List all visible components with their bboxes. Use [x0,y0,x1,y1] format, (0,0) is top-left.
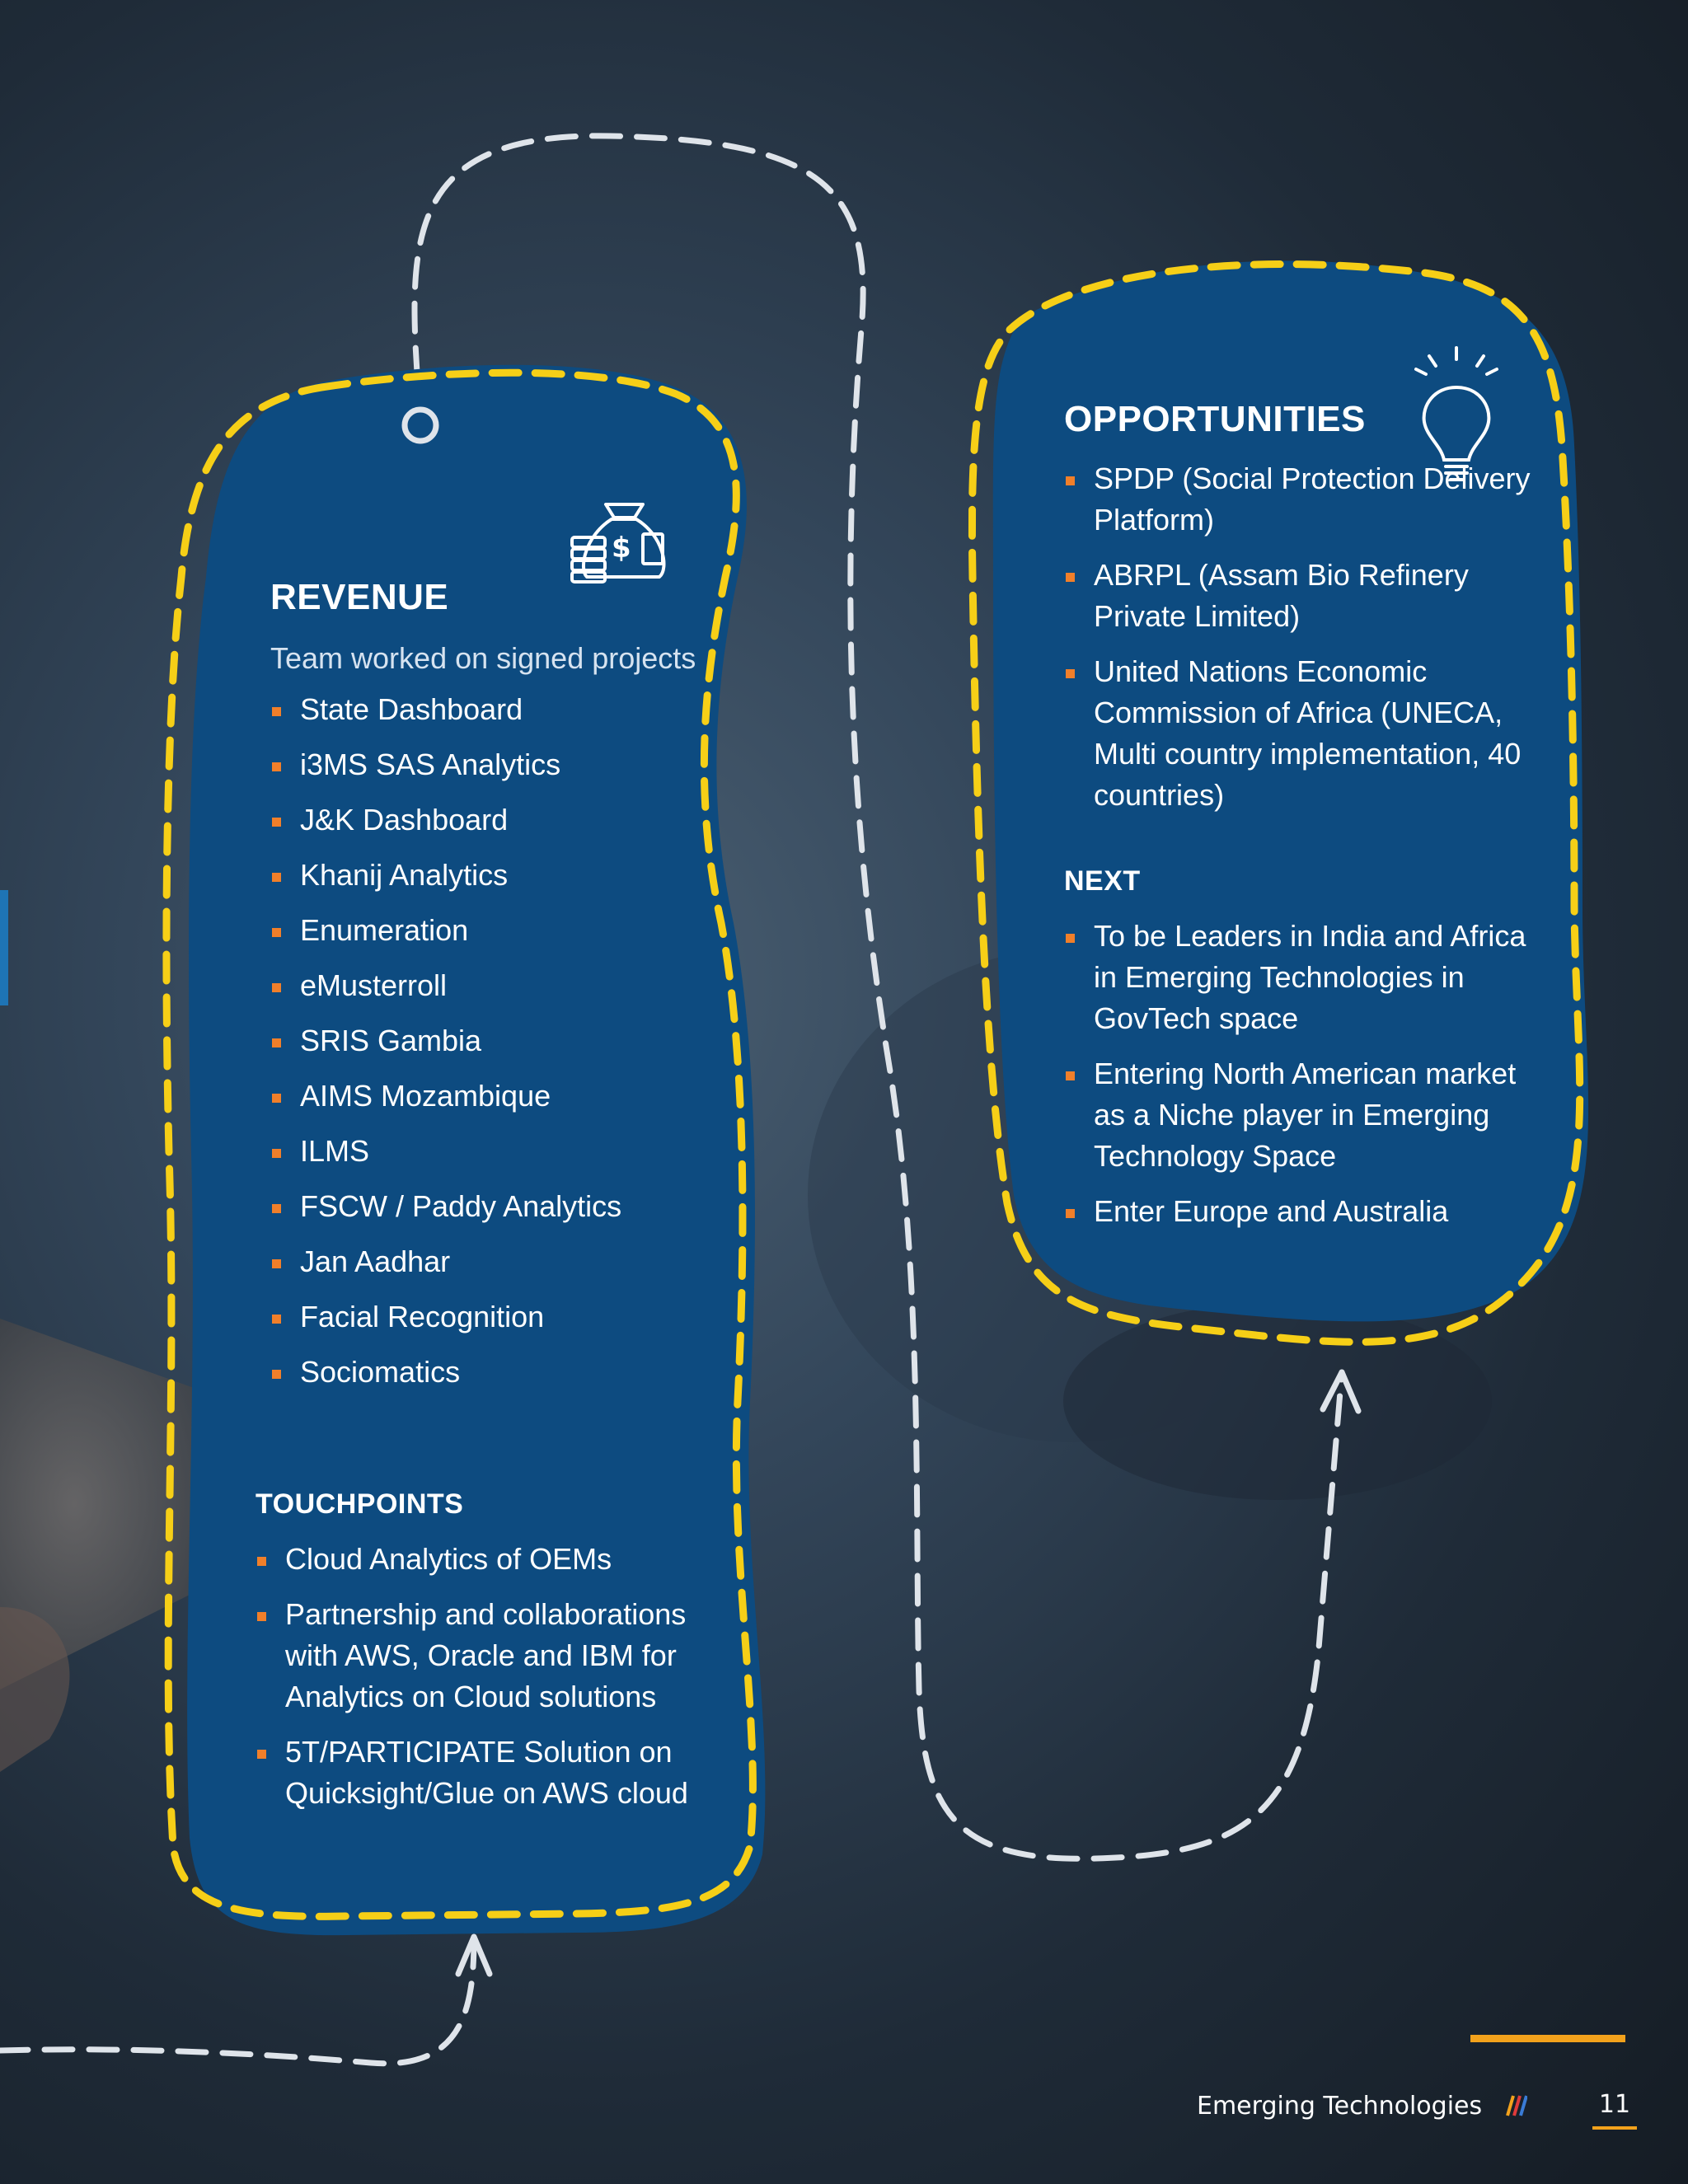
bullet-icon [272,707,281,716]
list-item: Facial Recognition [270,1296,732,1338]
list-item-text: FSCW / Paddy Analytics [300,1189,622,1223]
list-item-text: J&K Dashboard [300,803,509,837]
bullet-icon [272,1259,281,1268]
list-item: To be Leaders in India and Africa in Eme… [1064,916,1534,1039]
bullet-icon [257,1750,266,1759]
bullet-icon [257,1612,266,1621]
next-list: To be Leaders in India and Africa in Eme… [1064,916,1534,1232]
bullet-icon [272,1370,281,1379]
list-item: United Nations Economic Commission of Af… [1064,651,1534,816]
list-item: i3MS SAS Analytics [270,744,732,785]
bullet-icon [272,873,281,882]
next-title: NEXT [1064,865,1141,897]
list-item: Khanij Analytics [270,855,732,896]
svg-text:$: $ [612,532,631,565]
touchpoints-list: Cloud Analytics of OEMs Partnership and … [256,1539,717,1814]
page-number: 11 [1598,2090,1631,2119]
list-item: J&K Dashboard [270,799,732,841]
money-bag-icon: $ [570,503,666,583]
opportunities-card-dash [968,260,1584,1346]
revenue-card-dash [162,368,757,1920]
bullet-icon [272,1149,281,1158]
bullet-icon [272,1038,281,1047]
list-item: ABRPL (Assam Bio Refinery Private Limite… [1064,555,1534,637]
bullet-icon [1066,934,1075,943]
list-item-text: SRIS Gambia [300,1024,482,1057]
list-item-text: Enter Europe and Australia [1094,1194,1449,1228]
touchpoints-title: TOUCHPOINTS [256,1488,464,1520]
list-item: ILMS [270,1131,732,1172]
page-number-underline [1592,2126,1637,2130]
list-item-text: Entering North American market as a Nich… [1094,1057,1517,1173]
list-item: SRIS Gambia [270,1020,732,1062]
list-item-text: To be Leaders in India and Africa in Eme… [1094,919,1526,1035]
list-item-text: AIMS Mozambique [300,1079,551,1113]
list-item-text: eMusterroll [300,968,448,1002]
list-item-text: Jan Aadhar [300,1244,451,1278]
list-item-text: Facial Recognition [300,1300,545,1333]
lightbulb-icon [1414,346,1498,481]
bullet-icon [272,983,281,992]
bullet-icon [272,818,281,827]
list-item: SPDP (Social Protection Delivery Platfor… [1064,458,1534,541]
next-section: NEXT To be Leaders in India and Africa i… [1064,865,1534,1246]
list-item: Entering North American market as a Nich… [1064,1053,1534,1177]
list-item-text: Sociomatics [300,1355,461,1389]
bullet-icon [1066,669,1075,678]
list-item-text: Partnership and collaborations with AWS,… [285,1597,687,1713]
list-item: Enumeration [270,910,732,951]
bullet-icon [272,1315,281,1324]
list-item-text: United Nations Economic Commission of Af… [1094,654,1522,812]
list-item-text: ILMS [300,1134,370,1168]
list-item-text: Cloud Analytics of OEMs [285,1542,612,1576]
revenue-card-shape [187,364,766,1936]
bullet-icon [1066,476,1075,485]
footer-section-name: Emerging Technologies [1197,2092,1483,2121]
bullet-icon [1066,1071,1075,1080]
list-item: State Dashboard [270,689,732,730]
bullet-icon [272,762,281,771]
list-item: Partnership and collaborations with AWS,… [256,1594,717,1718]
list-item-text: Khanij Analytics [300,858,509,892]
list-item: Jan Aadhar [270,1241,732,1282]
list-item: FSCW / Paddy Analytics [270,1186,732,1227]
list-item-text: 5T/PARTICIPATE Solution on Quicksight/Gl… [285,1735,688,1810]
list-item: eMusterroll [270,965,732,1006]
bullet-icon [1066,573,1075,582]
list-item: AIMS Mozambique [270,1076,732,1117]
bullet-icon [272,1094,281,1103]
connector-path-bottom [0,1935,477,2067]
touchpoints-section: TOUCHPOINTS Cloud Analytics of OEMs Part… [256,1488,717,1828]
bullet-icon [272,928,281,937]
revenue-card: REVENUE Team worked on signed projects S… [270,577,732,1407]
revenue-title: REVENUE [270,577,449,617]
list-item: Cloud Analytics of OEMs [256,1539,717,1580]
bullet-icon [257,1557,266,1566]
tricolor-slash-icon [1506,2095,1527,2116]
footer-accent-bar [1470,2035,1625,2042]
opportunities-card: OPPORTUNITIES SPDP (Social Protection De… [1064,399,1534,830]
opportunities-list: SPDP (Social Protection Delivery Platfor… [1064,458,1534,816]
bullet-icon [1066,1209,1075,1218]
list-item-text: SPDP (Social Protection Delivery Platfor… [1094,462,1531,537]
list-item-text: State Dashboard [300,692,523,726]
list-item: 5T/PARTICIPATE Solution on Quicksight/Gl… [256,1732,717,1814]
connector-ring [401,406,439,444]
revenue-list: State Dashboard i3MS SAS Analytics J&K D… [270,689,732,1393]
connector-path-top [411,133,1345,1862]
opportunities-title: OPPORTUNITIES [1064,399,1366,439]
opportunities-card-shape [992,260,1589,1322]
list-item: Sociomatics [270,1352,732,1393]
list-item-text: ABRPL (Assam Bio Refinery Private Limite… [1094,558,1469,633]
list-item: Enter Europe and Australia [1064,1191,1534,1232]
list-item-text: Enumeration [300,913,469,947]
list-item-text: i3MS SAS Analytics [300,748,561,781]
revenue-subtitle: Team worked on signed projects [270,641,696,675]
bullet-icon [272,1204,281,1213]
